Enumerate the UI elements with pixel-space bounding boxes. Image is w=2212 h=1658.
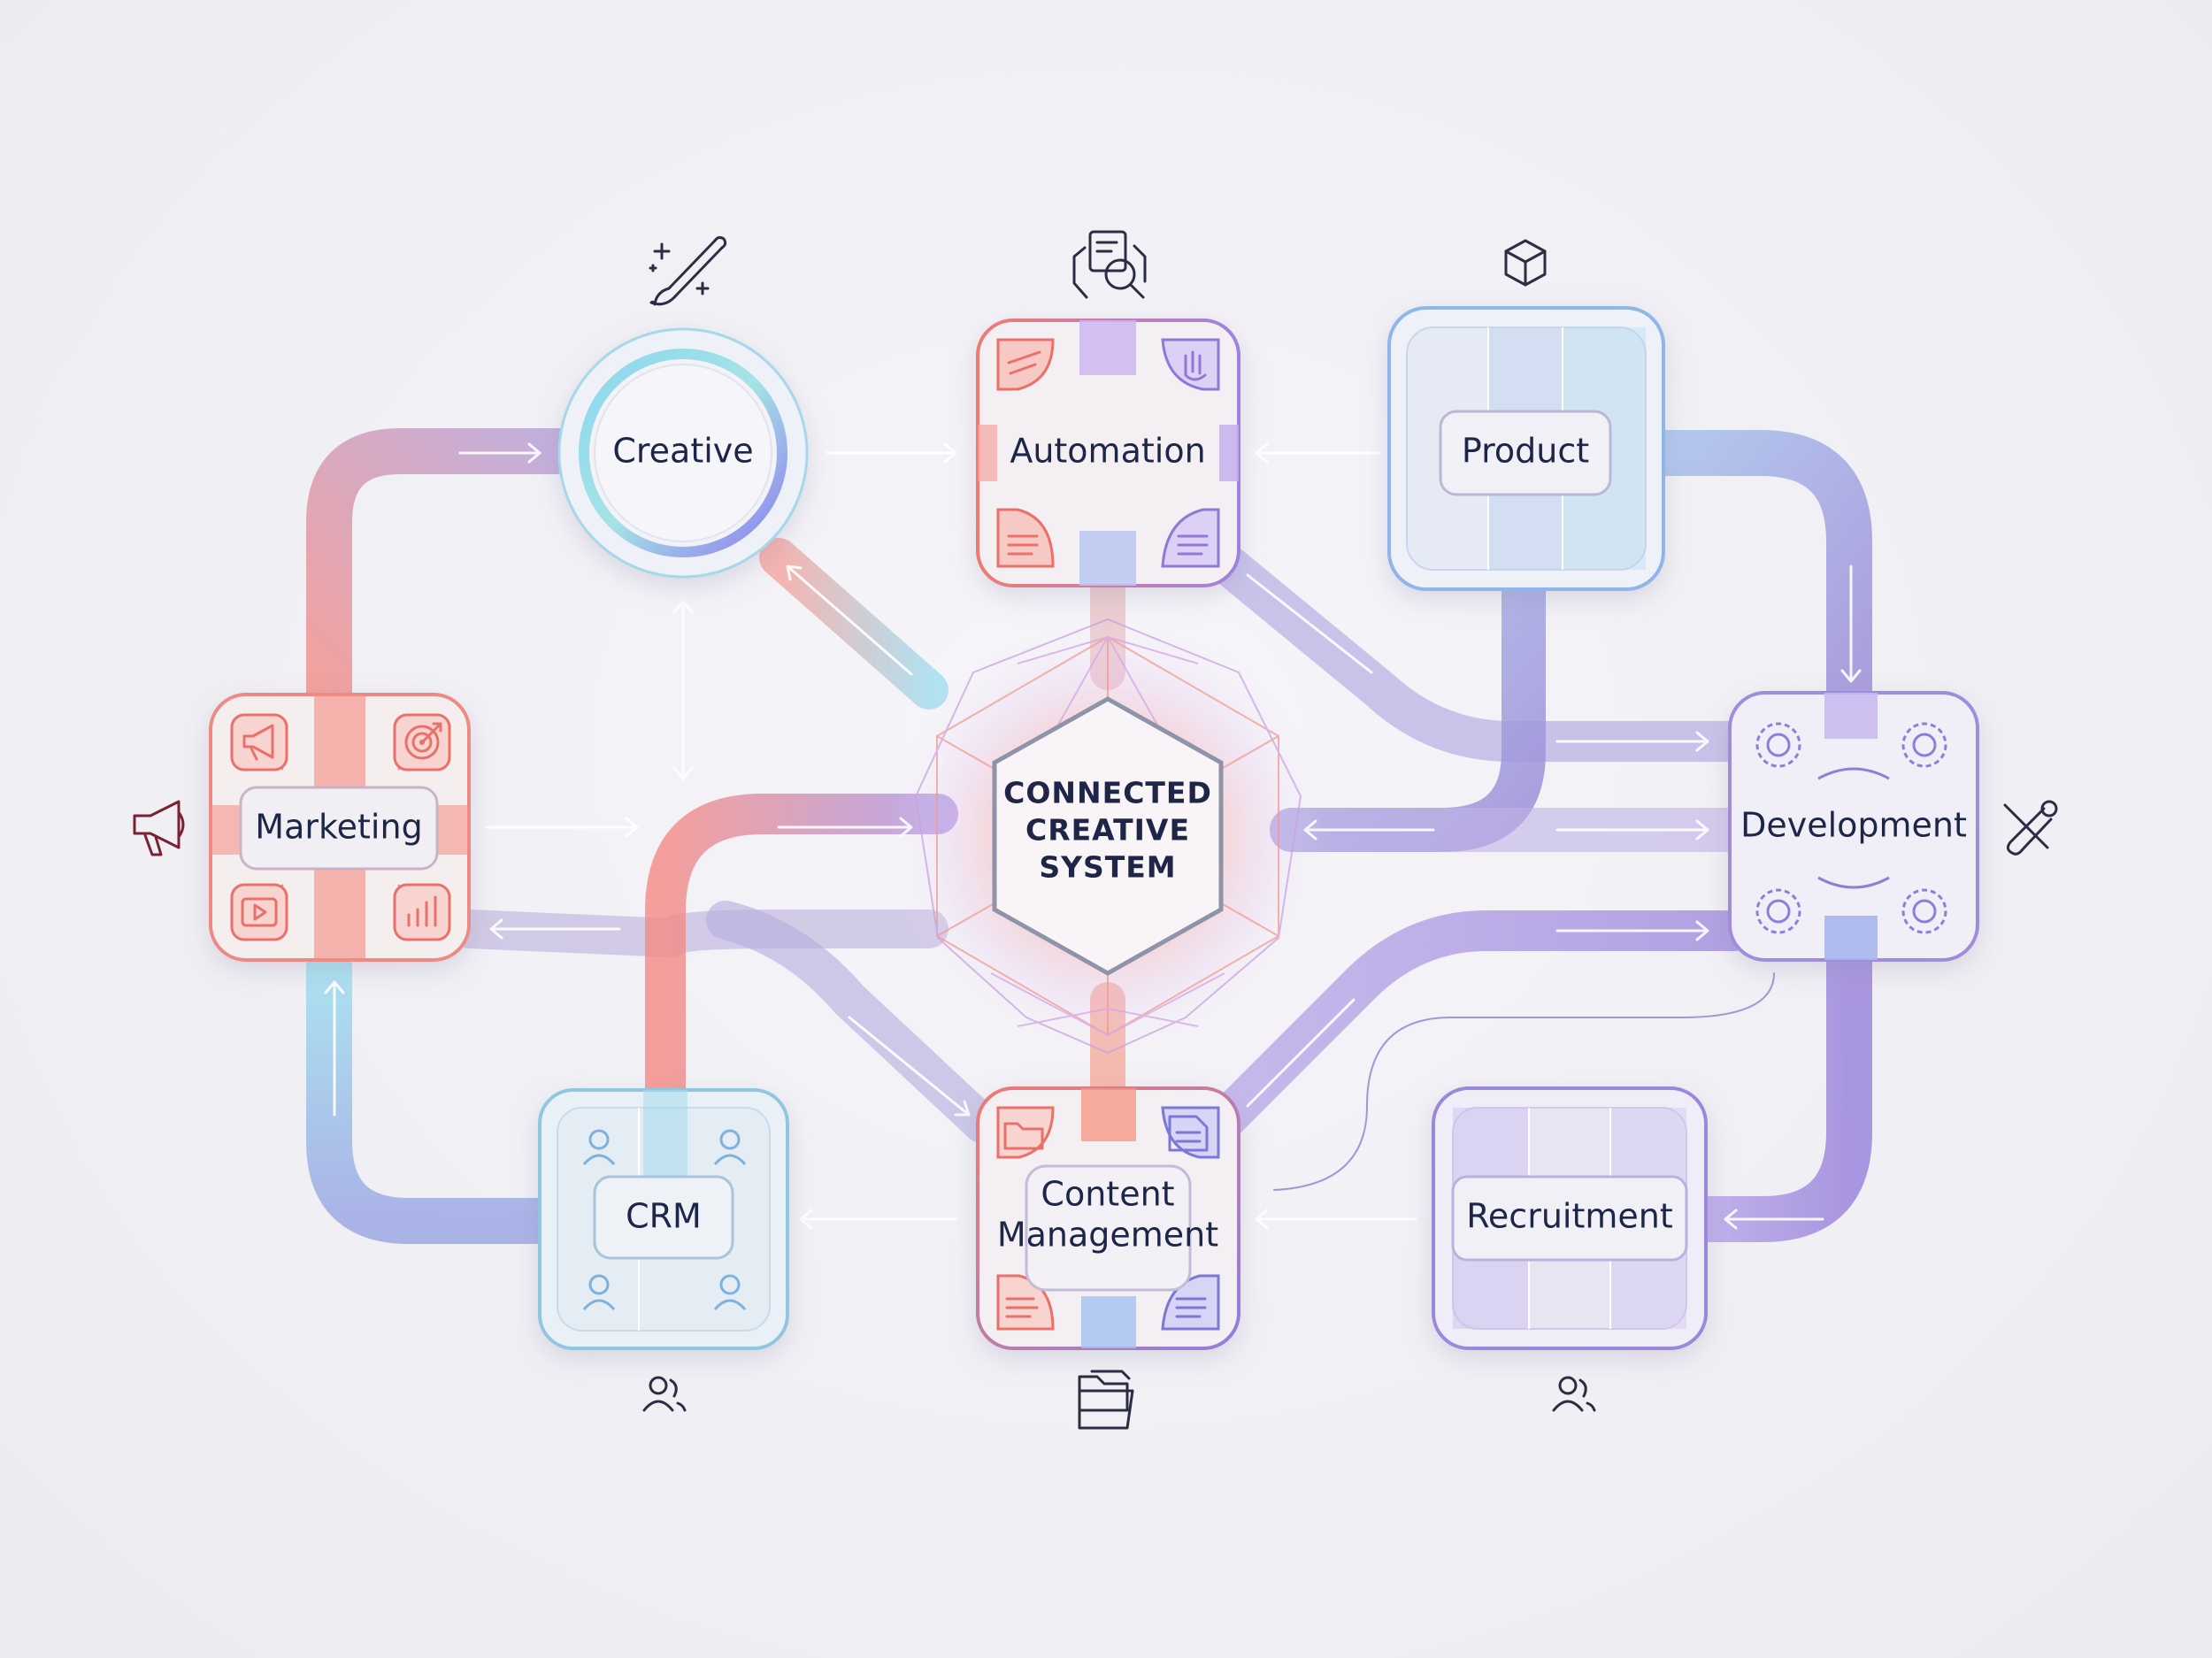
arrow-diag-icon xyxy=(848,1016,971,1117)
robot-hands-search-icon xyxy=(1072,230,1147,299)
crm-label: CRM xyxy=(626,1197,702,1236)
arrow-right-icon xyxy=(1555,731,1709,752)
creative-label: Creative xyxy=(612,432,753,471)
document-icon xyxy=(1161,508,1220,568)
megaphone-icon xyxy=(230,713,288,771)
document-lines-icon xyxy=(1161,1106,1220,1159)
megaphone-icon xyxy=(133,800,185,856)
node-recruitment[interactable]: Recruitment xyxy=(1432,1086,1708,1350)
hub-label-line: CONNECTED xyxy=(1003,776,1212,810)
video-play-icon xyxy=(230,883,288,941)
arrow-right-icon xyxy=(1555,819,1709,841)
arrow-right-icon xyxy=(458,442,541,464)
users-icon xyxy=(642,1376,687,1412)
document-icon xyxy=(996,508,1055,568)
track-content-development xyxy=(1201,910,1755,1144)
arrow-left-icon xyxy=(1255,442,1382,464)
wrench-screwdriver-icon xyxy=(2003,800,2058,856)
product-label: Product xyxy=(1462,432,1589,471)
track-marketing-crm xyxy=(306,941,572,1244)
content-label-line: Content xyxy=(1041,1175,1174,1214)
central-hub: CONNECTED CREATIVE SYSTEM xyxy=(887,615,1329,1057)
thin-wire-development-content xyxy=(1273,972,1775,1191)
recruitment-label: Recruitment xyxy=(1466,1197,1673,1236)
track-crm-content xyxy=(706,901,1002,1143)
development-label: Development xyxy=(1740,806,1967,845)
arrow-left-icon xyxy=(799,1209,957,1230)
arrow-updown-icon xyxy=(672,600,694,780)
node-marketing[interactable]: Marketing xyxy=(209,693,471,962)
track-crm-hub xyxy=(645,794,958,1109)
content-label-line: Management xyxy=(997,1216,1218,1255)
gears-icon xyxy=(1755,722,1947,934)
arrow-right-icon xyxy=(826,442,957,464)
track-product-development xyxy=(1632,430,1872,722)
arrow-left-icon xyxy=(1724,1209,1824,1230)
arrow-left-icon xyxy=(489,918,621,940)
hub-label-line: SYSTEM xyxy=(1039,850,1176,885)
node-creative[interactable]: Creative xyxy=(557,327,809,579)
hand-stop-icon xyxy=(1161,338,1220,391)
track-automation-development xyxy=(1210,546,1755,762)
arrow-left-icon xyxy=(1255,1209,1417,1230)
bar-chart-icon xyxy=(393,883,451,941)
arrow-down-icon xyxy=(1840,564,1862,683)
arrow-up-icon xyxy=(324,980,345,1117)
node-development[interactable]: Development xyxy=(1728,691,1979,962)
arrow-right-icon xyxy=(1555,920,1709,941)
node-automation[interactable]: Automation xyxy=(976,319,1240,587)
track-marketing-creative xyxy=(306,428,589,722)
document-icon xyxy=(1161,1274,1220,1331)
automation-label: Automation xyxy=(1010,432,1205,471)
arrow-diag-icon xyxy=(786,564,913,676)
folder-icon xyxy=(996,1106,1055,1159)
users-icon xyxy=(1552,1376,1596,1412)
marketing-label: Marketing xyxy=(255,808,422,847)
paintbrush-sparkle-icon xyxy=(649,235,727,306)
target-icon xyxy=(393,713,451,771)
arrow-right-icon xyxy=(485,817,639,838)
track-development-recruitment xyxy=(1680,941,1872,1242)
folders-icon xyxy=(1078,1370,1134,1430)
node-product[interactable]: Product xyxy=(1387,306,1665,591)
node-content-management[interactable]: Content Management xyxy=(976,1086,1240,1350)
arrow-diag-icon xyxy=(1246,573,1373,674)
hub-label-line: CREATIVE xyxy=(1025,813,1190,848)
ticket-icon xyxy=(996,338,1055,391)
arrow-diag-icon xyxy=(1246,998,1356,1108)
node-crm[interactable]: CRM xyxy=(538,1088,789,1350)
user-icon xyxy=(582,1129,747,1311)
box-icon xyxy=(1504,239,1547,287)
